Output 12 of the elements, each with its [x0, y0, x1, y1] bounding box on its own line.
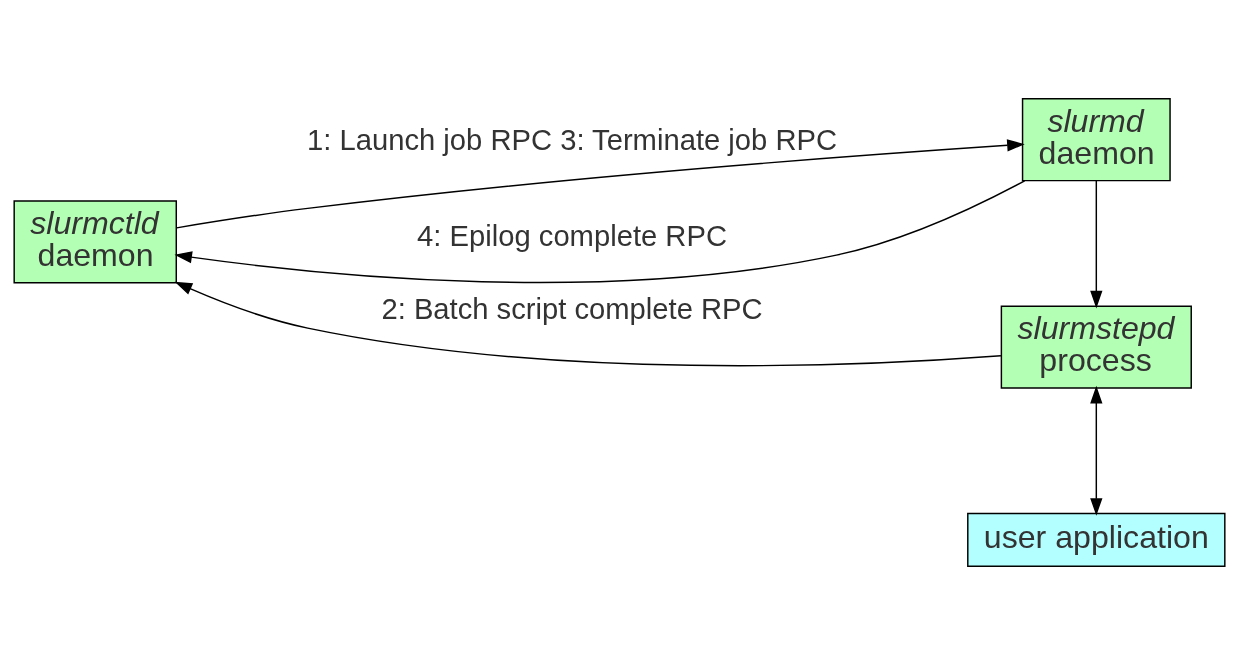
- arrow: [174, 179, 1026, 283]
- arrow: [1090, 385, 1103, 516]
- edge-label: 1: Launch job RPC 3: Terminate job RPC: [307, 123, 838, 156]
- node-box: slurmctld daemon: [13, 199, 177, 284]
- edge-label: 2: Batch script complete RPC: [381, 292, 763, 325]
- arrow: [174, 281, 1002, 366]
- arrow: [1090, 179, 1103, 308]
- node-box: slurmstepd process: [1000, 304, 1192, 389]
- node-box: slurmd daemon: [1021, 97, 1171, 181]
- edge-label: 4: Epilog complete RPC: [417, 219, 727, 252]
- node-box: user application: [967, 512, 1226, 567]
- arrow: [175, 138, 1025, 229]
